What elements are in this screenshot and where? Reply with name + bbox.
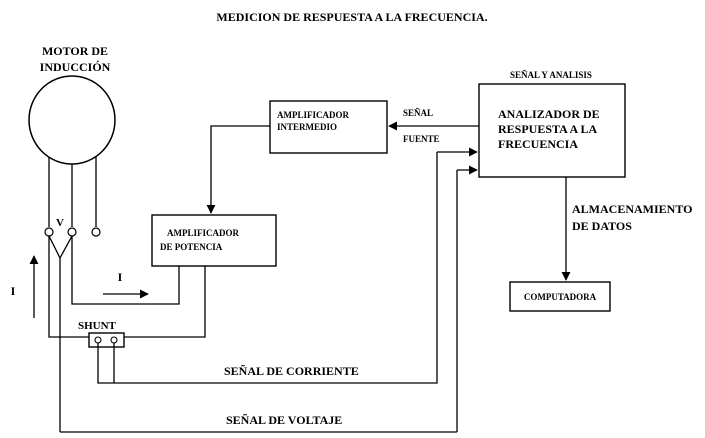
analizador-line3: FRECUENCIA: [498, 137, 578, 151]
almacenamiento-label-1: ALMACENAMIENTO: [572, 202, 692, 216]
terminal-3: [91, 227, 101, 237]
shunt-terminal-1: [94, 336, 102, 344]
wire-potencia-to-shunt: [124, 266, 206, 338]
current-signal-wire-1: [97, 152, 438, 384]
senal-fuente-label-2: FUENTE: [403, 134, 440, 144]
amplificador-intermedio-line1: AMPLIFICADOR: [277, 110, 349, 120]
terminal-2: [67, 227, 77, 237]
analizador-line2: RESPUESTA A LA: [498, 122, 597, 136]
shunt-label: SHUNT: [78, 320, 117, 332]
wire-intermedio-to-potencia: [206, 125, 270, 214]
wire-shunt-to-motor: [48, 236, 89, 338]
terminal-1: [44, 227, 54, 237]
analizador-block: [478, 83, 626, 178]
wire-potencia-to-motor: [71, 236, 180, 305]
senal-corriente-label: SEÑAL DE CORRIENTE: [224, 364, 359, 378]
motor-label-line1: MOTOR DE: [42, 44, 108, 58]
amplificador-potencia-line2: DE POTENCIA: [160, 242, 223, 252]
senal-fuente-label-1: SEÑAL: [403, 108, 433, 118]
voltage-node-label: V: [56, 217, 64, 229]
diagram-title: MEDICION DE RESPUESTA A LA FRECUENCIA.: [216, 10, 487, 24]
almacenamiento-label-2: DE DATOS: [572, 219, 632, 233]
analizador-header: SEÑAL Y ANALISIS: [510, 70, 592, 80]
analizador-line1: ANALIZADOR DE: [498, 107, 600, 121]
induction-motor: [28, 75, 116, 165]
computadora-label: COMPUTADORA: [524, 292, 597, 302]
amplificador-potencia-line1: AMPLIFICADOR: [167, 228, 239, 238]
current-label-mid: I: [118, 270, 123, 284]
amplificador-intermedio-block: [269, 100, 388, 154]
amplificador-intermedio-line2: INTERMEDIO: [277, 122, 337, 132]
shunt-terminal-2: [110, 336, 118, 344]
shunt-block: [88, 332, 125, 348]
voltage-tap: [48, 235, 73, 260]
amplificador-potencia-block: [151, 214, 277, 267]
computadora-block: [509, 281, 611, 312]
current-label-left: I: [11, 284, 16, 298]
senal-voltaje-label: SEÑAL DE VOLTAJE: [226, 413, 342, 427]
motor-label-line2: INDUCCIÓN: [40, 60, 111, 74]
